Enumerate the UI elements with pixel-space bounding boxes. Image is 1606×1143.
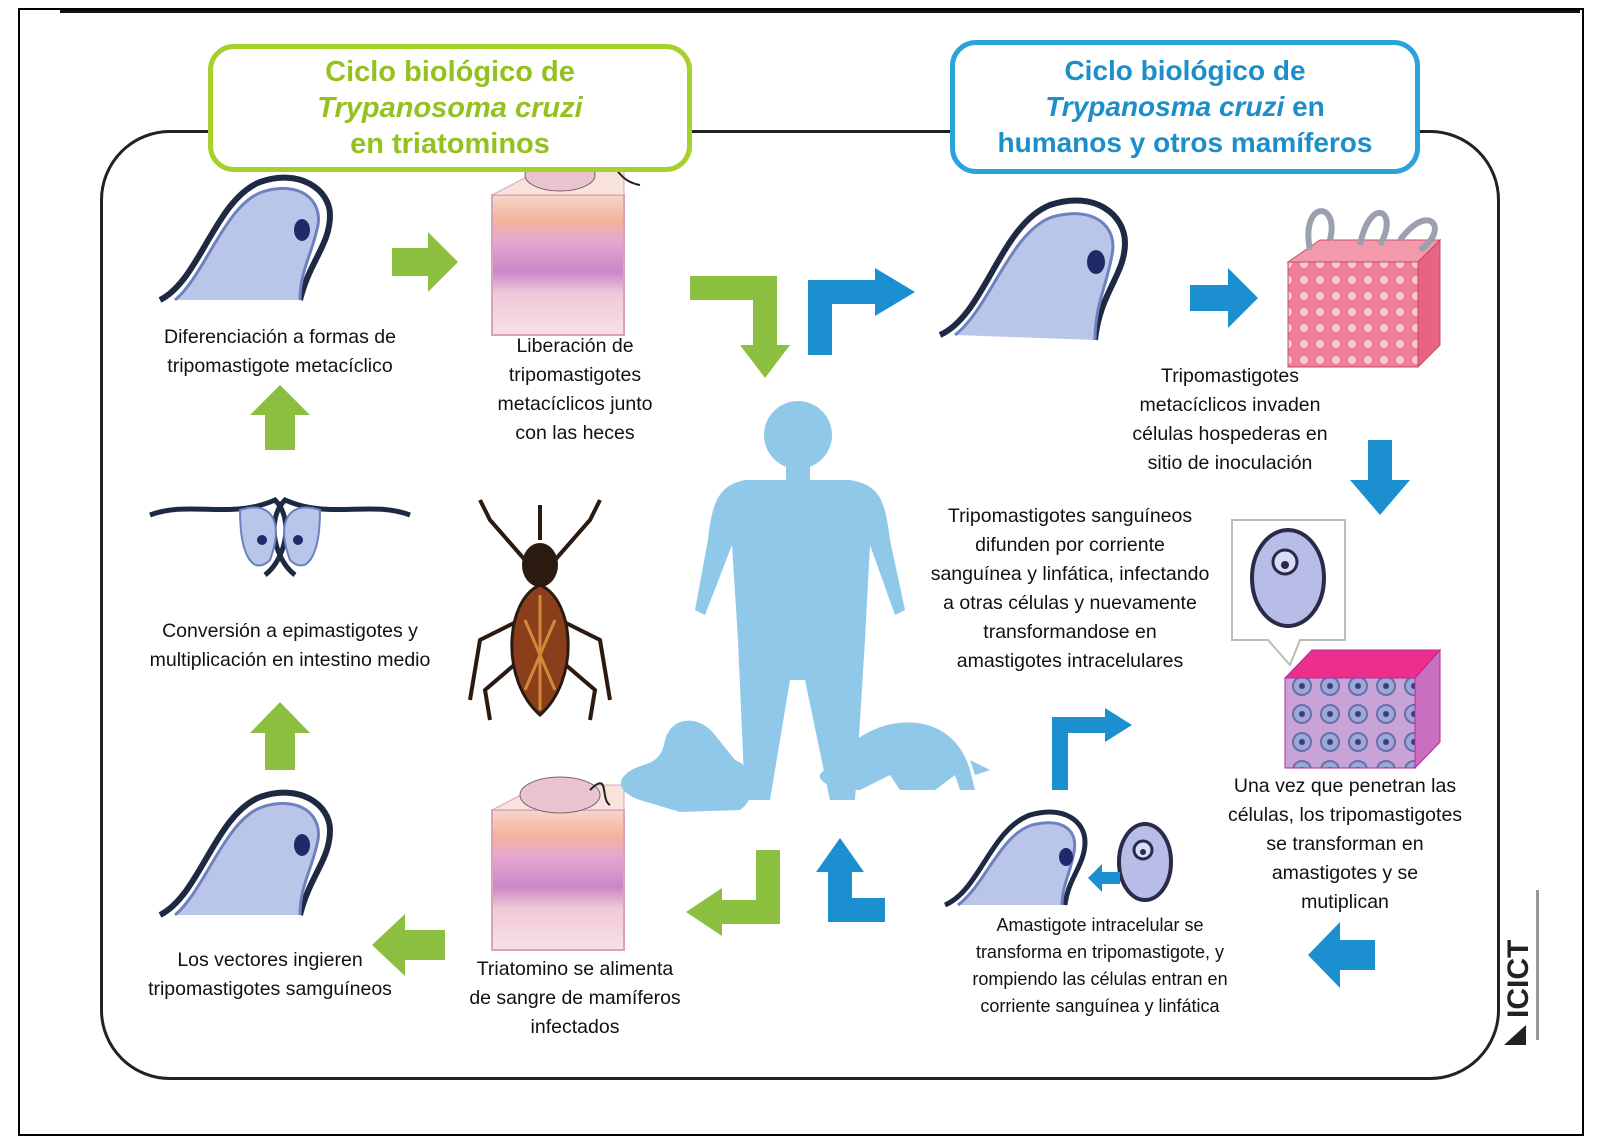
blue-arrow-elbow-up	[840, 870, 885, 910]
label-line: amastigotes y se	[1195, 859, 1495, 888]
label-line: sanguínea y linfática, infectando	[905, 560, 1235, 589]
label-diferenciacion: Diferenciación a formas de tripomastigot…	[120, 323, 440, 381]
skin-block-icon-top	[492, 159, 640, 335]
parasite-icon-top-left	[160, 178, 330, 300]
cell-block-icon-top	[1288, 211, 1440, 367]
label-line: tripomastigote metacíclico	[120, 352, 440, 381]
blue-arrow-elbow-up-head	[816, 838, 864, 872]
label-line: se transforman en	[1195, 830, 1495, 859]
label-line: células hospederas en	[1110, 420, 1350, 449]
green-arrow-right-top	[392, 232, 458, 292]
green-arrow-elbow-left	[720, 850, 768, 912]
blue-arrow-left-bottom	[1308, 922, 1375, 988]
magnified-cell-callout	[1232, 520, 1345, 665]
green-arrow-up-1	[250, 385, 310, 450]
blue-arrow-down-right	[1350, 440, 1410, 515]
label-line: difunden por corriente	[905, 531, 1235, 560]
blue-arrow-elbow-right-head	[875, 268, 915, 316]
parasite-icon-bottom-right	[945, 812, 1085, 905]
label-invaden: Tripomastigotes metacíclicos invaden cél…	[1110, 362, 1350, 478]
label-line: Amastigote intracelular se	[935, 912, 1265, 939]
label-line: Triatomino se alimenta	[440, 955, 710, 984]
label-line: Una vez que penetran las	[1195, 772, 1495, 801]
label-line: transforma en tripomastigote, y	[935, 939, 1265, 966]
label-line: con las heces	[460, 419, 690, 448]
label-line: infectados	[440, 1013, 710, 1042]
title-right-en: en	[1284, 91, 1324, 122]
label-line: Liberación de	[460, 332, 690, 361]
label-sanguineos: Tripomastigotes sanguíneos difunden por …	[905, 502, 1235, 676]
label-line: metacíclicos junto	[460, 390, 690, 419]
label-line: Diferenciación a formas de	[120, 323, 440, 352]
blue-arrow-elbow-right	[820, 292, 878, 355]
green-arrow-elbow-down-head	[740, 345, 790, 378]
label-line: de sangre de mamíferos	[440, 984, 710, 1013]
title-left-line1: Ciclo biológico de	[213, 54, 687, 90]
label-penetran: Una vez que penetran las células, los tr…	[1195, 772, 1495, 917]
label-line: células, los tripomastigotes	[1195, 801, 1495, 830]
parasite-icon-bottom-left	[160, 793, 330, 915]
triatomine-body	[512, 543, 568, 715]
icict-logo: ICICT	[1498, 880, 1546, 1050]
label-line: multiplicación en intestino medio	[120, 646, 460, 675]
title-triatominos: Ciclo biológico de Trypanosoma cruzi en …	[208, 44, 692, 172]
label-line: tripomastigotes	[460, 361, 690, 390]
label-line: amastigotes intracelulares	[905, 647, 1235, 676]
label-line: sitio de inoculación	[1110, 449, 1350, 478]
label-line: corriente sanguínea y linfática	[935, 993, 1265, 1020]
dog-silhouette-icon	[621, 721, 753, 812]
epimastigote-division-icon	[150, 500, 410, 575]
green-arrow-elbow-left-head	[686, 888, 722, 936]
label-vectores: Los vectores ingieren tripomastigotes sa…	[120, 946, 420, 1004]
title-right-line1: Ciclo biológico de	[955, 53, 1415, 89]
label-line: transformandose en	[905, 618, 1235, 647]
label-liberacion: Liberación de tripomastigotes metacíclic…	[460, 332, 690, 448]
cell-block-icon-infected	[1285, 650, 1440, 768]
label-line: metacíclicos invaden	[1110, 391, 1350, 420]
icict-logo-text: ICICT	[1502, 940, 1535, 1018]
label-line: Conversión a epimastigotes y	[120, 617, 460, 646]
green-arrow-elbow-down	[690, 288, 765, 350]
title-right-species: Trypanosma cruzi	[1045, 91, 1284, 122]
label-line: Tripomastigotes sanguíneos	[905, 502, 1235, 531]
blue-arrow-elbow-up-right	[1060, 725, 1110, 790]
blue-arrow-left-small	[1088, 864, 1120, 892]
amastigote-cell-icon	[1119, 824, 1171, 900]
blue-arrow-right-top	[1190, 268, 1258, 328]
blue-arrow-elbow-up-right-head	[1105, 708, 1132, 742]
title-left-line3: en triatominos	[213, 126, 687, 162]
label-line: tripomastigotes samguíneos	[120, 975, 420, 1004]
label-amastigote: Amastigote intracelular se transforma en…	[935, 912, 1265, 1020]
label-line: Tripomastigotes	[1110, 362, 1350, 391]
title-right-line3: humanos y otros mamíferos	[955, 125, 1415, 161]
label-line: rompiendo las células entran en	[935, 966, 1265, 993]
green-arrow-up-2	[250, 702, 310, 770]
label-line: Los vectores ingieren	[120, 946, 420, 975]
label-triatomino: Triatomino se alimenta de sangre de mamí…	[440, 955, 710, 1042]
title-left-line2: Trypanosoma cruzi	[213, 90, 687, 126]
title-humanos: Ciclo biológico de Trypanosma cruzi en h…	[950, 40, 1420, 174]
parasite-icon-top-right	[940, 200, 1125, 340]
label-line: a otras células y nuevamente	[905, 589, 1235, 618]
skin-block-icon-bottom	[492, 777, 624, 950]
title-right-line2: Trypanosma cruzi en	[955, 89, 1415, 125]
label-conversion: Conversión a epimastigotes y multiplicac…	[120, 617, 460, 675]
icict-logo-mark: ICICT	[1498, 880, 1546, 1050]
